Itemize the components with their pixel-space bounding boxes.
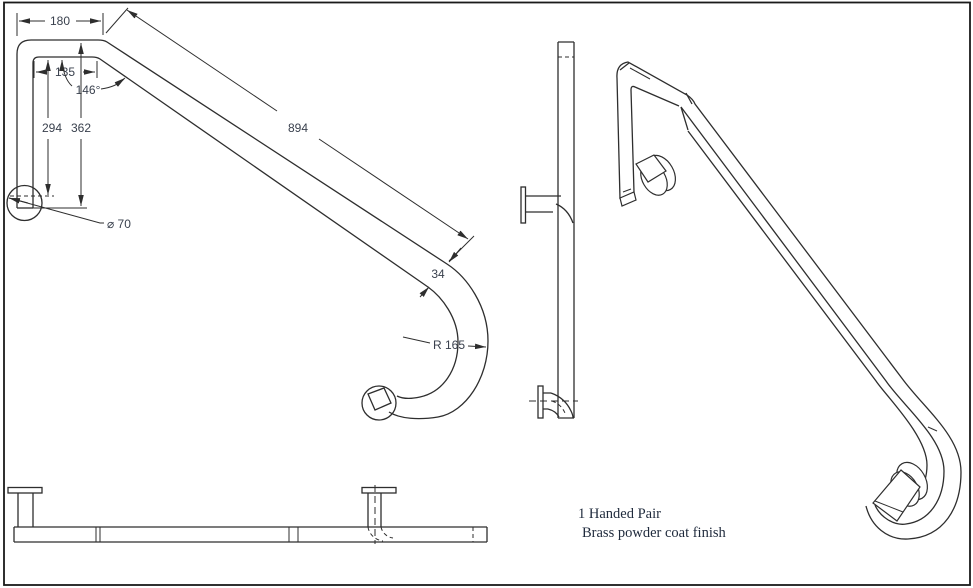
hidden-elbow: [367, 526, 384, 542]
flange-stem-left: [17, 493, 34, 527]
note-line-2: Brass powder coat finish: [582, 525, 727, 541]
elbow-curve: [550, 392, 574, 419]
top-face-edge: [629, 67, 651, 80]
weld-joint-tick: [622, 188, 632, 193]
leader-arrow: [467, 343, 487, 350]
weld-joint-tick: [927, 426, 938, 432]
tube-end-cap: [367, 387, 392, 411]
tube-end-cap: [872, 469, 921, 522]
joint-line: [288, 527, 299, 542]
dim-135-label: 135: [55, 65, 75, 79]
tube-silhouette: [557, 41, 575, 419]
rail-inner-edge: [32, 56, 459, 400]
leader-line: [402, 336, 431, 344]
joint-line: [95, 527, 101, 542]
dim-146-label: 146°: [76, 83, 101, 97]
bend-facet: [685, 92, 693, 105]
sheet-border: [3, 1, 971, 586]
corner-facet: [619, 62, 630, 71]
hidden-elbow: [551, 400, 566, 414]
wall-flange-disc-top: [6, 184, 43, 222]
rail-outer-edge: [16, 39, 489, 420]
dim-34-label: 34: [431, 267, 445, 281]
flange-stem-mid: [367, 493, 382, 527]
inner-bend-facet: [680, 106, 689, 131]
leader-line: [8, 197, 104, 224]
dimension-line: [126, 9, 278, 112]
rail-inner-opening: [630, 85, 680, 193]
tube-end-edge: [874, 500, 904, 513]
hidden-elbow: [380, 526, 394, 539]
dim-294-label: 294: [42, 121, 62, 135]
extension-line: [105, 7, 129, 34]
notes-block: 1 Handed Pair Brass powder coat finish: [578, 506, 727, 541]
dimension-line: [448, 247, 462, 263]
angle-arc: [100, 78, 125, 90]
flange-plate-bottom: [537, 385, 544, 419]
dim-180-label: 180: [50, 14, 70, 28]
flange-plate-left: [7, 486, 43, 494]
flange-plate-mid: [361, 486, 397, 494]
wall-flange-disc-hook: [361, 385, 397, 421]
elbow-curve: [555, 203, 574, 224]
dim-894-label: 894: [288, 121, 308, 135]
isometric-view: [616, 61, 962, 540]
note-line-1: 1 Handed Pair: [578, 506, 661, 522]
dimension-line: [419, 286, 430, 298]
plan-view: [7, 485, 488, 544]
flange-stem-top: [525, 195, 561, 213]
post-end-cap: [619, 191, 637, 207]
flange-stem-bottom: [543, 392, 551, 410]
rail-outer-edge: [616, 61, 962, 540]
rail-bottom-edge: [687, 130, 928, 508]
angle-arrow: [114, 77, 126, 87]
front-view: 180 135 146° 294 362 ⌀ 70 894 34: [6, 7, 489, 421]
rail-mid-edge: [680, 106, 945, 525]
dim-362-label: 362: [71, 121, 91, 135]
side-view: [520, 41, 578, 419]
tube-silhouette: [13, 526, 488, 543]
dim-r165-label: R 165: [433, 338, 465, 352]
dimension-line: [318, 138, 469, 240]
dim-dia70-label: ⌀ 70: [107, 217, 131, 231]
flange-plate-top: [520, 186, 527, 224]
elbow-curve: [547, 408, 560, 418]
flange-stem: [635, 154, 667, 183]
